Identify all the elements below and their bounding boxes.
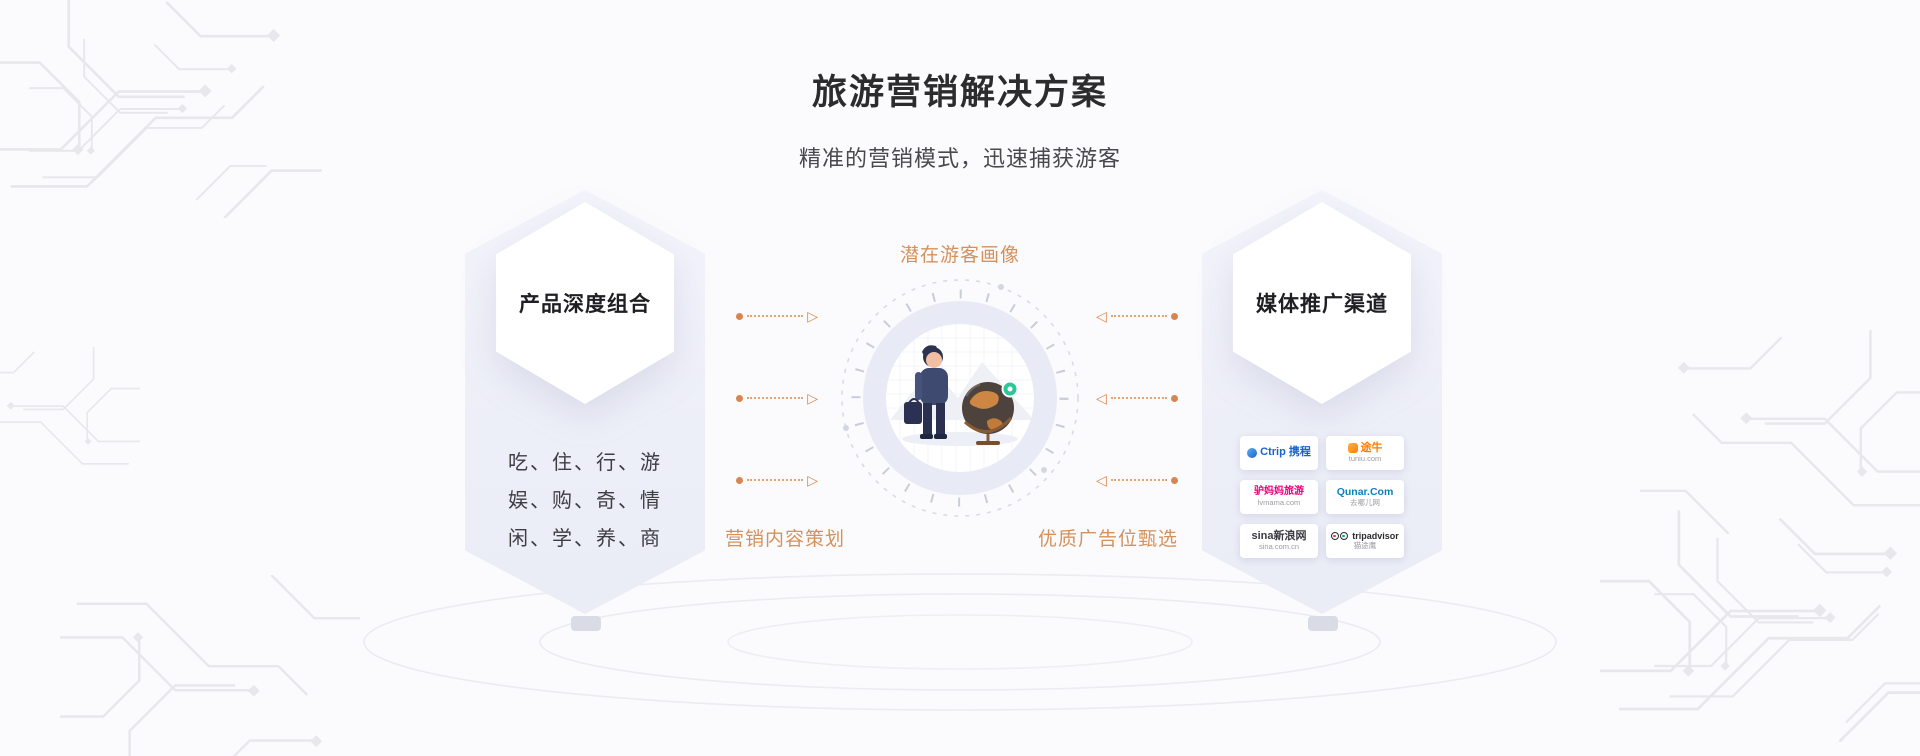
dotted-line bbox=[1110, 479, 1167, 481]
arrow-left-icon: ◁ bbox=[1096, 472, 1107, 488]
ground-ripple-ellipses bbox=[363, 573, 1557, 711]
section-header: 旅游营销解决方案 精准的营销模式，迅速捕获游客 bbox=[0, 0, 1920, 173]
arrow-origin-dot bbox=[1171, 312, 1178, 320]
arrow-left-icon: ◁ bbox=[1096, 308, 1107, 324]
arrow-right-icon: ▷ bbox=[807, 472, 818, 488]
page-title: 旅游营销解决方案 bbox=[811, 73, 1108, 112]
lvmama-logo: 驴妈妈旅游 lvmama.com bbox=[1240, 480, 1318, 514]
dotted-line bbox=[747, 315, 804, 317]
arrow-origin-dot bbox=[1171, 394, 1178, 402]
arrow-origin-dot bbox=[736, 394, 743, 402]
flow-arrow-left-3: ▷ bbox=[736, 472, 818, 488]
arrow-origin-dot bbox=[1171, 476, 1178, 484]
traveler-illustration bbox=[904, 345, 948, 439]
circuit-pattern-right-mid bbox=[1640, 330, 1920, 534]
tripadvisor-owl-icon bbox=[1331, 532, 1349, 541]
flow-arrow-left-2: ▷ bbox=[736, 390, 818, 406]
label-potential-tourist-profile: 潜在游客画像 bbox=[899, 245, 1020, 266]
location-pin-icon bbox=[1001, 380, 1019, 398]
arrow-left-icon: ◁ bbox=[1096, 390, 1107, 406]
product-card-hexagon: 产品深度组合 bbox=[496, 202, 674, 404]
product-line-3: 闲、学、养、商 bbox=[508, 528, 662, 550]
label-marketing-content-planning: 营销内容策划 bbox=[724, 529, 845, 550]
globe-illustration bbox=[962, 382, 1014, 445]
circuit-pattern-right-bottom bbox=[1600, 510, 1920, 742]
ctrip-logo: Ctrip 携程 bbox=[1240, 436, 1318, 470]
right-card-base-shadow bbox=[1308, 616, 1338, 631]
flow-arrow-right-3: ◁ bbox=[1096, 472, 1178, 488]
arrow-right-icon: ▷ bbox=[807, 308, 818, 324]
tuniu-icon bbox=[1347, 443, 1358, 454]
arrow-origin-dot bbox=[736, 312, 743, 320]
label-quality-ad-selection: 优质广告位甄选 bbox=[1037, 529, 1178, 550]
flow-arrow-left-1: ▷ bbox=[736, 308, 818, 324]
product-line-1: 吃、住、行、游 bbox=[508, 452, 662, 474]
product-elements-list: 吃、住、行、游 娱、购、奇、情 闲、学、养、商 bbox=[465, 444, 705, 558]
sina-logo: sina新浪网 sina.com.cn bbox=[1240, 524, 1318, 558]
page-subtitle: 精准的营销模式，迅速捕获游客 bbox=[798, 146, 1121, 171]
product-card-title: 产品深度组合 bbox=[519, 293, 651, 316]
flow-arrow-right-2: ◁ bbox=[1096, 390, 1178, 406]
circuit-pattern-bottom-left bbox=[60, 575, 360, 756]
product-line-2: 娱、购、奇、情 bbox=[508, 490, 662, 512]
customer-profile-diagram bbox=[841, 279, 1079, 517]
media-card-title: 媒体推广渠道 bbox=[1256, 293, 1388, 316]
left-card-base-shadow bbox=[571, 616, 601, 631]
media-card-hexagon: 媒体推广渠道 bbox=[1233, 202, 1411, 404]
qunar-logo: Qunar.Com 去哪儿网 bbox=[1326, 480, 1404, 514]
flow-arrow-right-1: ◁ bbox=[1096, 308, 1178, 324]
dotted-line bbox=[747, 397, 804, 399]
dotted-line bbox=[1110, 397, 1167, 399]
dotted-line bbox=[747, 479, 804, 481]
tripadvisor-logo: tripadvisor 猫途鹰 bbox=[1326, 524, 1404, 558]
tuniu-logo: 途牛 tuniu.com bbox=[1326, 436, 1404, 470]
media-partner-logos: Ctrip 携程 途牛 tuniu.com 驴妈妈旅游 lvmama.com Q… bbox=[1240, 436, 1404, 558]
arrow-origin-dot bbox=[736, 476, 743, 484]
circuit-pattern-left-edge bbox=[0, 346, 140, 484]
dotted-line bbox=[1110, 315, 1167, 317]
arrow-right-icon: ▷ bbox=[807, 390, 818, 406]
ctrip-icon bbox=[1247, 447, 1258, 458]
